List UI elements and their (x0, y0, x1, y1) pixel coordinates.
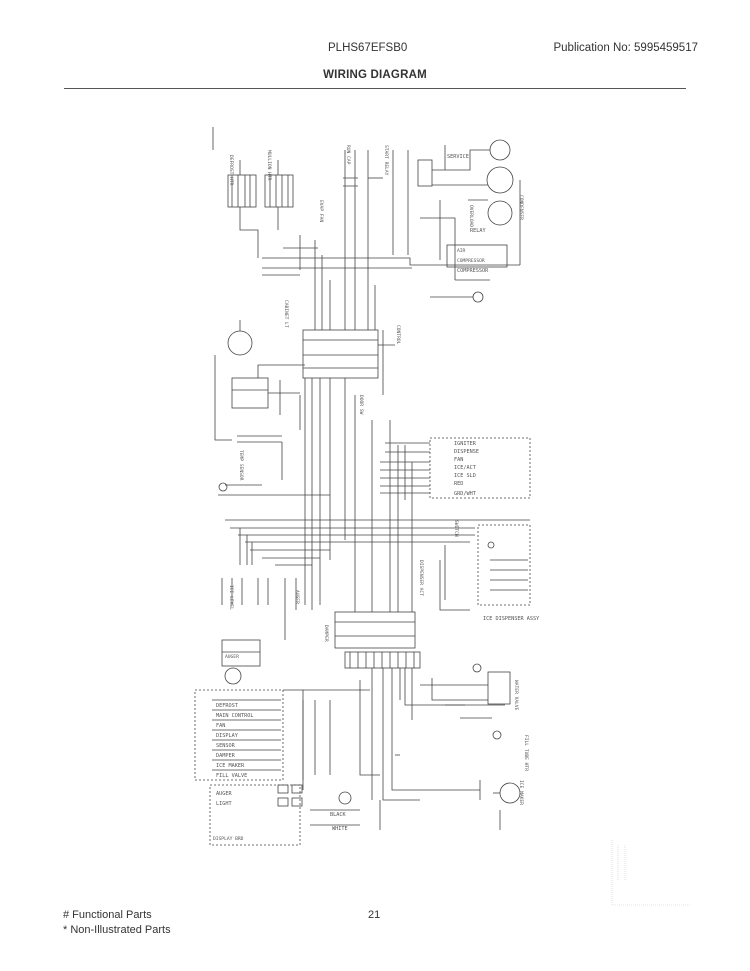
panel-label-defrost: DEFROST (216, 703, 238, 709)
label-ice-sld: ICE SLD (454, 473, 476, 479)
svg-text:AIR: AIR (457, 248, 466, 254)
svg-text:DISPENSER ACT: DISPENSER ACT (418, 560, 424, 596)
label-dispense: DISPENSE (454, 449, 479, 455)
panel-label-main-control: MAIN CONTROL (216, 713, 253, 719)
svg-text:AUGER: AUGER (225, 654, 239, 660)
page-title: WIRING DIAGRAM (323, 69, 427, 81)
label-ice-act: ICE/ACT (454, 465, 476, 471)
svg-text:OVERLOAD: OVERLOAD (468, 205, 474, 227)
panel-label-light: LIGHT (216, 801, 232, 807)
panel-label-display: DISPLAY (216, 733, 239, 739)
svg-text:CONTROL: CONTROL (395, 325, 401, 345)
model-number: PLHS67EFSB0 (328, 42, 408, 54)
svg-text:DOOR SW: DOOR SW (358, 395, 364, 415)
svg-text:AUGER: AUGER (294, 590, 300, 604)
page-number: 21 (368, 909, 381, 921)
panel-label-auger: AUGER (216, 791, 232, 797)
svg-text:MULLION HTR: MULLION HTR (266, 150, 272, 181)
svg-text:TEMP SENSOR: TEMP SENSOR (238, 450, 244, 481)
svg-text:EVAP FAN: EVAP FAN (318, 200, 324, 222)
wire-label-white: WHITE (332, 826, 348, 832)
svg-text:WATER VALVE: WATER VALVE (513, 680, 519, 711)
svg-text:SWITCH: SWITCH (453, 520, 459, 537)
svg-text:START RELAY: START RELAY (383, 145, 389, 176)
header-rule (64, 88, 686, 89)
footnote-functional: # Functional Parts (63, 909, 152, 921)
svg-text:DEFROST HTR: DEFROST HTR (228, 155, 234, 186)
svg-text:RUN CAP: RUN CAP (345, 145, 351, 165)
label-relay: RELAY (470, 228, 486, 234)
label-ice-dispenser-assy: ICE DISPENSER ASSY (483, 616, 540, 622)
wire-label-black: BLACK (330, 812, 346, 818)
label-fan: FAN (454, 457, 463, 463)
svg-text:DAMPER: DAMPER (323, 625, 329, 642)
label-red: RED (454, 481, 463, 487)
svg-text:COMPRESSOR: COMPRESSOR (457, 258, 485, 264)
svg-text:CABINET LT: CABINET LT (283, 300, 289, 328)
panel-label-damper: DAMPER (216, 753, 236, 759)
label-service: SERVICE (447, 154, 469, 160)
svg-text:FILL TUBE HTR: FILL TUBE HTR (523, 735, 529, 771)
label-igniter: IGNITER (454, 441, 477, 447)
panel-label-sensor: SENSOR (216, 743, 236, 749)
svg-text:ICE LEVEL: ICE LEVEL (228, 585, 234, 610)
svg-text:DISPLAY BRD: DISPLAY BRD (213, 836, 244, 842)
panel-label-fill-valve: FILL VALVE (216, 773, 247, 779)
label-grd-wht: GRD/WHT (454, 491, 476, 497)
panel-label-ice-maker: ICE MAKER (216, 763, 245, 769)
panel-label-fan: FAN (216, 723, 225, 729)
svg-text:CONDENSER: CONDENSER (518, 195, 524, 220)
label-compressor: COMPRESSOR (457, 268, 489, 274)
publication-number: Publication No: 5995459517 (553, 42, 698, 54)
svg-text:ICE MAKER: ICE MAKER (518, 780, 524, 805)
footnote-non-illustrated: * Non-Illustrated Parts (63, 924, 171, 936)
